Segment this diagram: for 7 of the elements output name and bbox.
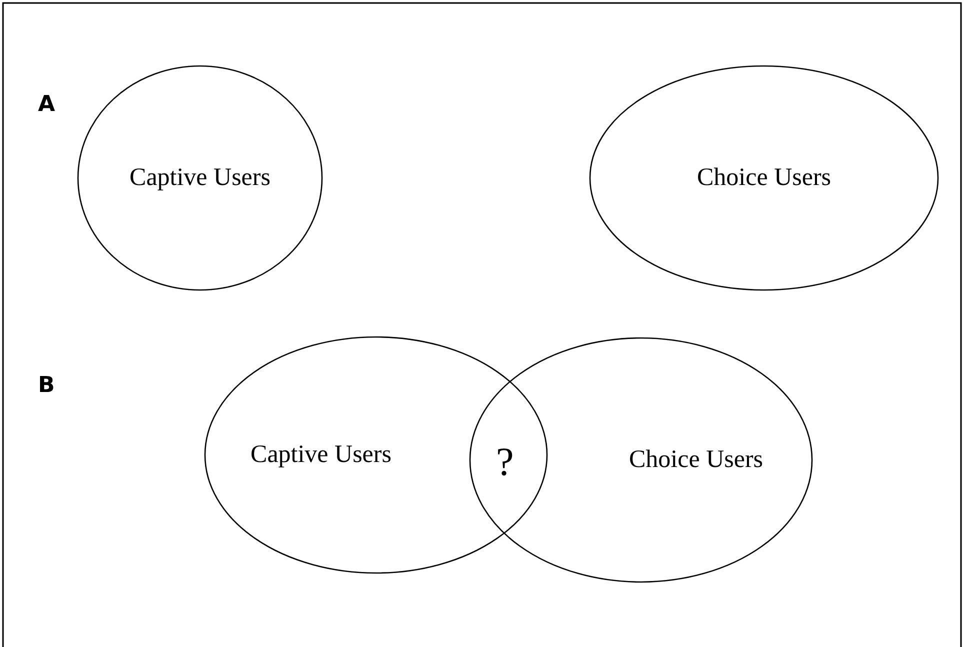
set-label: Choice Users bbox=[629, 446, 763, 474]
panel-letter: B bbox=[38, 373, 55, 398]
set-label: Captive Users bbox=[130, 164, 270, 192]
set-label: Choice Users bbox=[697, 164, 831, 192]
set-label: Captive Users bbox=[250, 441, 392, 469]
panel-letter: A bbox=[38, 92, 56, 117]
overlap-question-mark: ? bbox=[496, 438, 514, 485]
